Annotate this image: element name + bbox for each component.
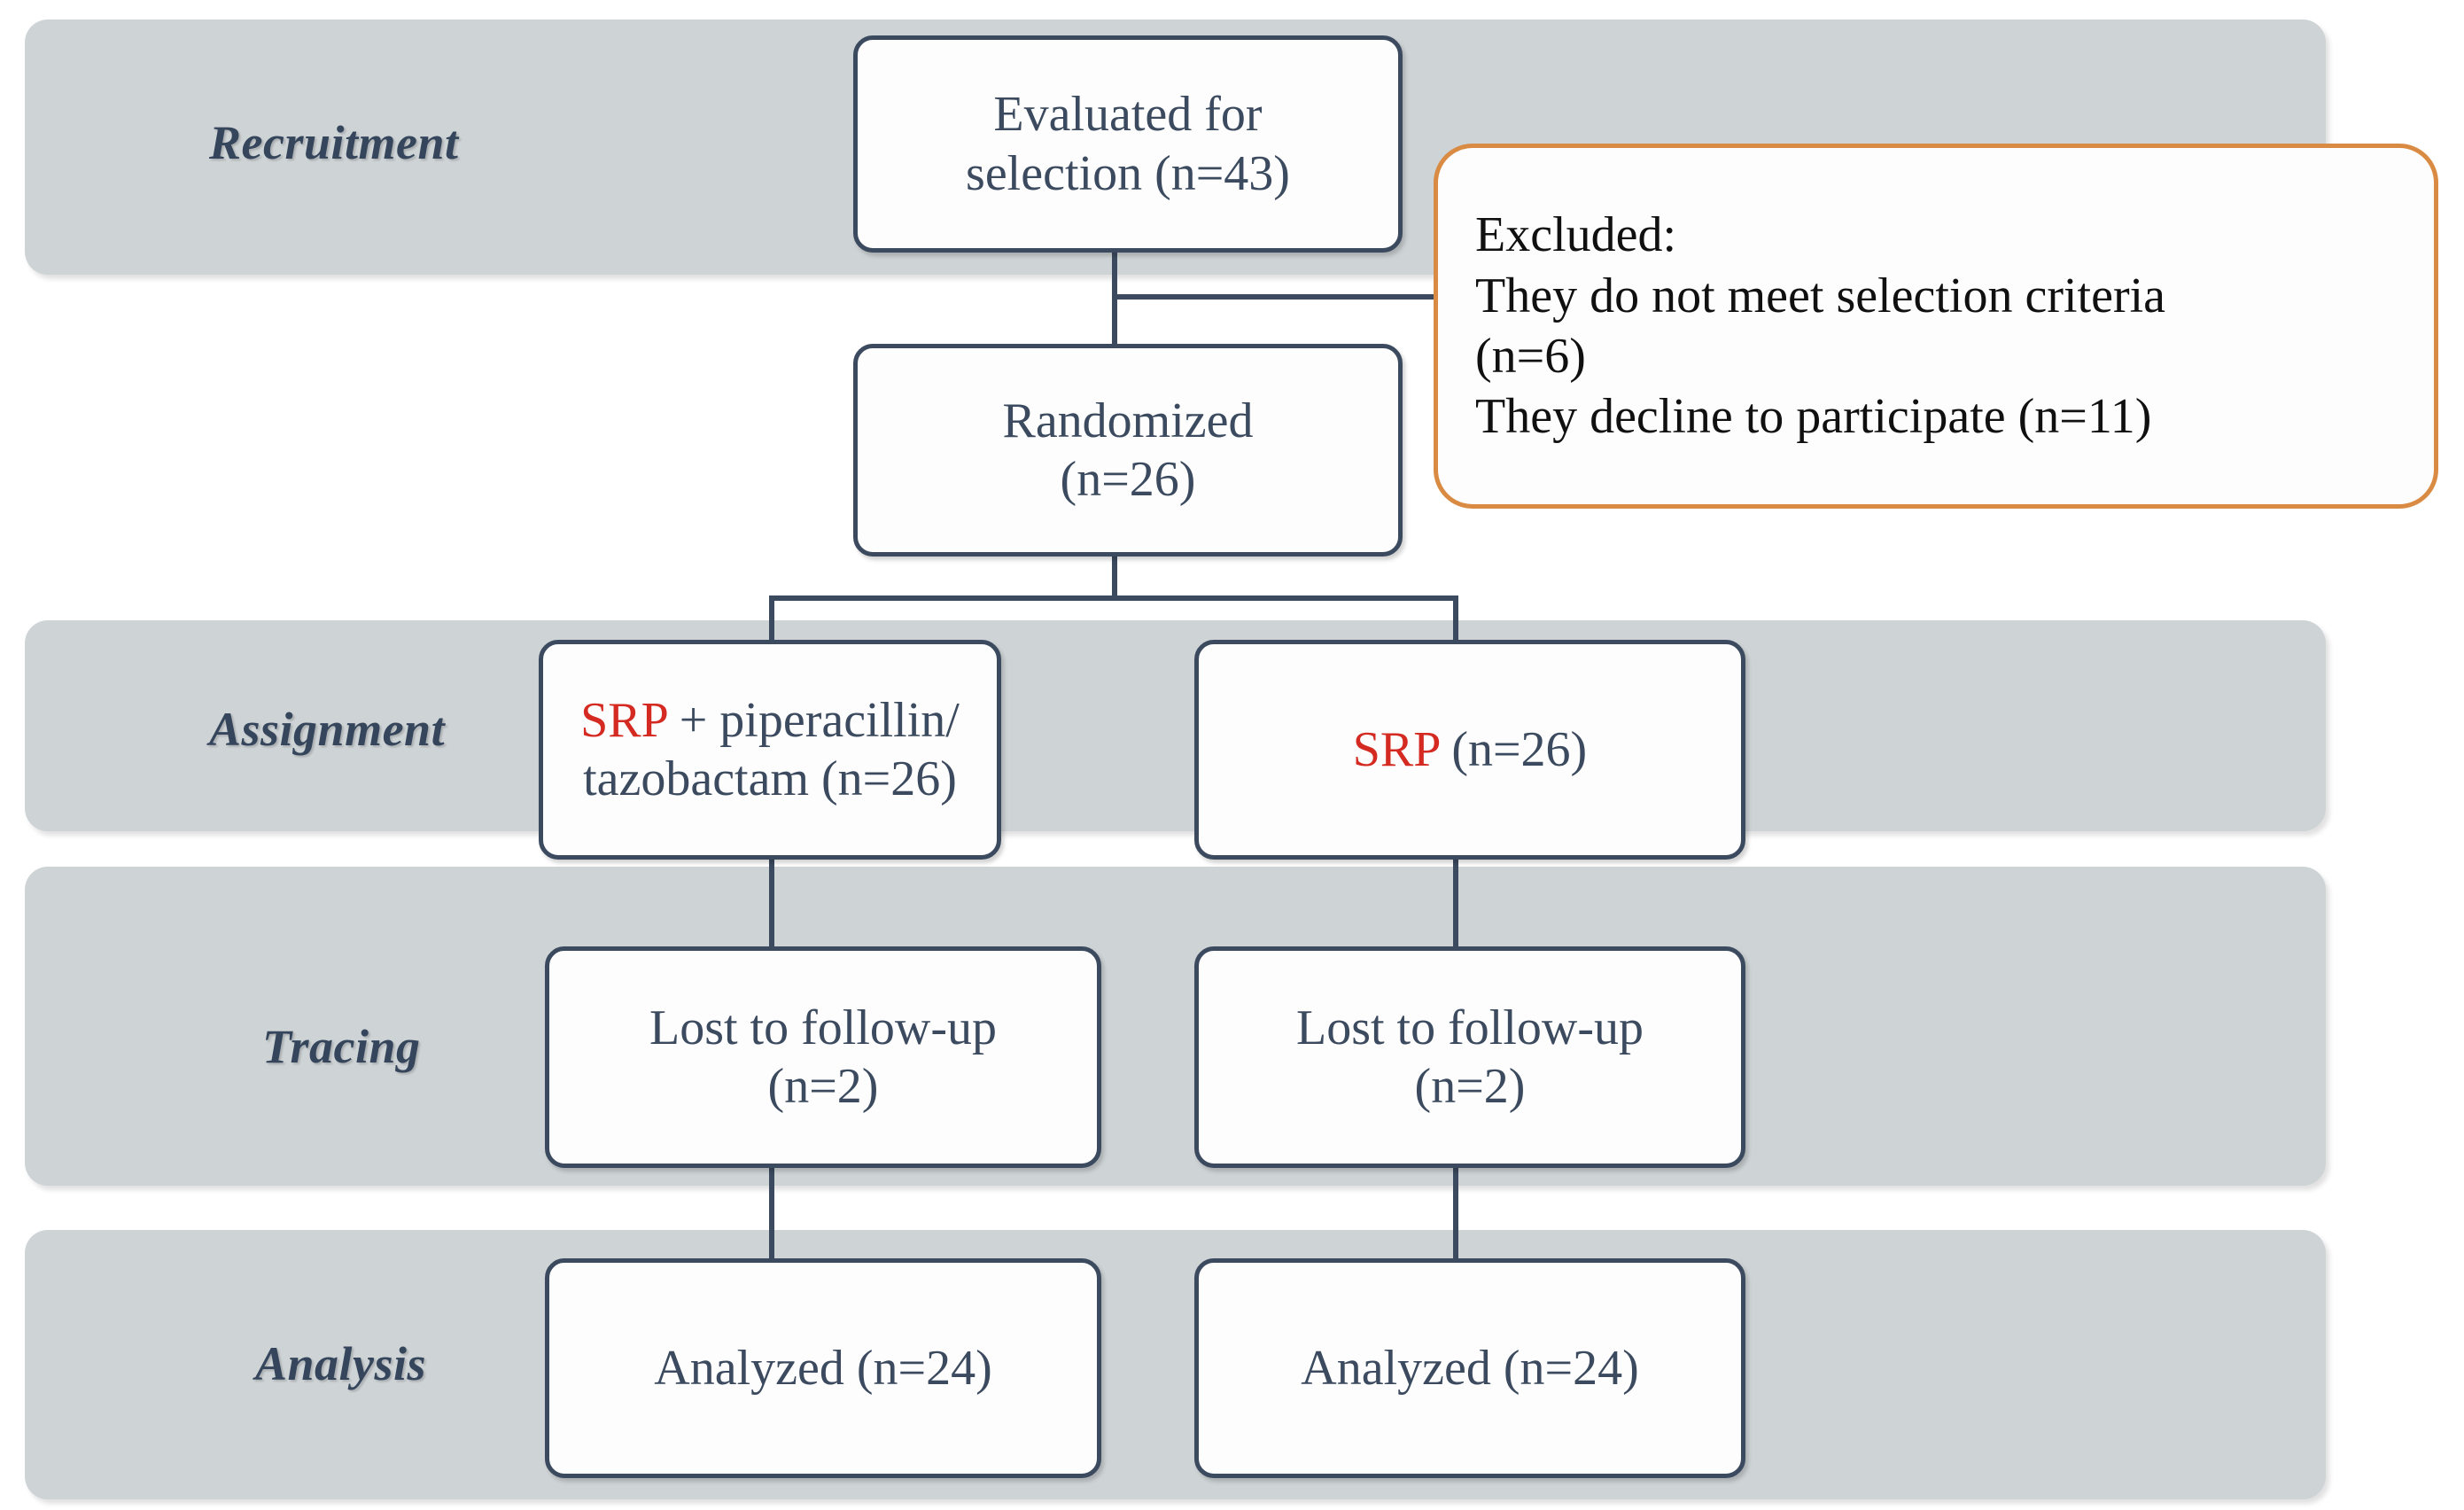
node-assignment-right-rest: (n=26) <box>1439 721 1588 777</box>
node-randomized[interactable]: Randomized (n=26) <box>853 344 1403 557</box>
node-tracing-left[interactable]: Lost to follow-up (n=2) <box>545 946 1101 1168</box>
excluded-reason-1-count: (n=6) <box>1475 329 1586 384</box>
node-assignment-right[interactable]: SRP (n=26) <box>1194 640 1745 860</box>
node-assignment-right-highlight: SRP <box>1352 721 1440 777</box>
connector-left-assignment-to-tracing <box>769 858 774 946</box>
node-randomized-line2: (n=26) <box>1060 452 1196 507</box>
node-assignment-left-highlight: SRP <box>580 692 667 748</box>
node-analysis-right[interactable]: Analyzed (n=24) <box>1194 1258 1745 1478</box>
node-analysis-right-text: Analyzed (n=24) <box>1301 1340 1639 1396</box>
stage-label-tracing: Tracing <box>262 1020 421 1073</box>
stage-band-tracing <box>25 867 2326 1186</box>
node-randomized-line1: Randomized <box>1002 393 1254 448</box>
node-tracing-left-line2: (n=2) <box>767 1059 879 1114</box>
node-tracing-left-line1: Lost to follow-up <box>649 1000 997 1055</box>
node-analysis-left[interactable]: Analyzed (n=24) <box>545 1258 1101 1478</box>
node-tracing-right-line1: Lost to follow-up <box>1296 1000 1644 1055</box>
excluded-heading: Excluded: <box>1475 207 1677 263</box>
stage-label-assignment: Assignment <box>209 703 446 756</box>
connector-right-assignment-to-tracing <box>1453 858 1458 946</box>
node-analysis-left-text: Analyzed (n=24) <box>654 1340 992 1396</box>
connector-right-tracing-to-analysis <box>1453 1161 1458 1258</box>
connector-trunk-to-excluded <box>1112 294 1440 300</box>
stage-label-recruitment: Recruitment <box>209 116 459 169</box>
node-evaluated-line2: selection (n=43) <box>966 145 1290 201</box>
node-evaluated-for-selection[interactable]: Evaluated for selection (n=43) <box>853 35 1403 253</box>
excluded-reason-1: They do not meet selection criteria <box>1475 268 2166 323</box>
node-assignment-left-rest: + piperacillin/ <box>666 692 960 748</box>
node-tracing-right-line2: (n=2) <box>1414 1059 1526 1114</box>
node-evaluated-line1: Evaluated for <box>993 87 1263 143</box>
connector-randomized-split-stem <box>1112 553 1117 599</box>
node-assignment-left[interactable]: SRP + piperacillin/ tazobactam (n=26) <box>539 640 1001 860</box>
connector-split-to-right-arm <box>1453 595 1458 643</box>
node-assignment-left-line2: tazobactam (n=26) <box>583 751 957 806</box>
stage-label-analysis: Analysis <box>255 1337 427 1390</box>
node-excluded[interactable]: Excluded: They do not meet selection cri… <box>1434 144 2438 509</box>
node-tracing-right[interactable]: Lost to follow-up (n=2) <box>1194 946 1745 1168</box>
connector-left-tracing-to-analysis <box>769 1161 774 1258</box>
connector-split-to-left-arm <box>769 595 774 643</box>
stage-band-analysis <box>25 1230 2326 1499</box>
excluded-reason-2: They decline to participate (n=11) <box>1475 389 2152 445</box>
connector-randomized-split-bar <box>769 595 1458 601</box>
stage-band-assignment <box>25 620 2326 831</box>
